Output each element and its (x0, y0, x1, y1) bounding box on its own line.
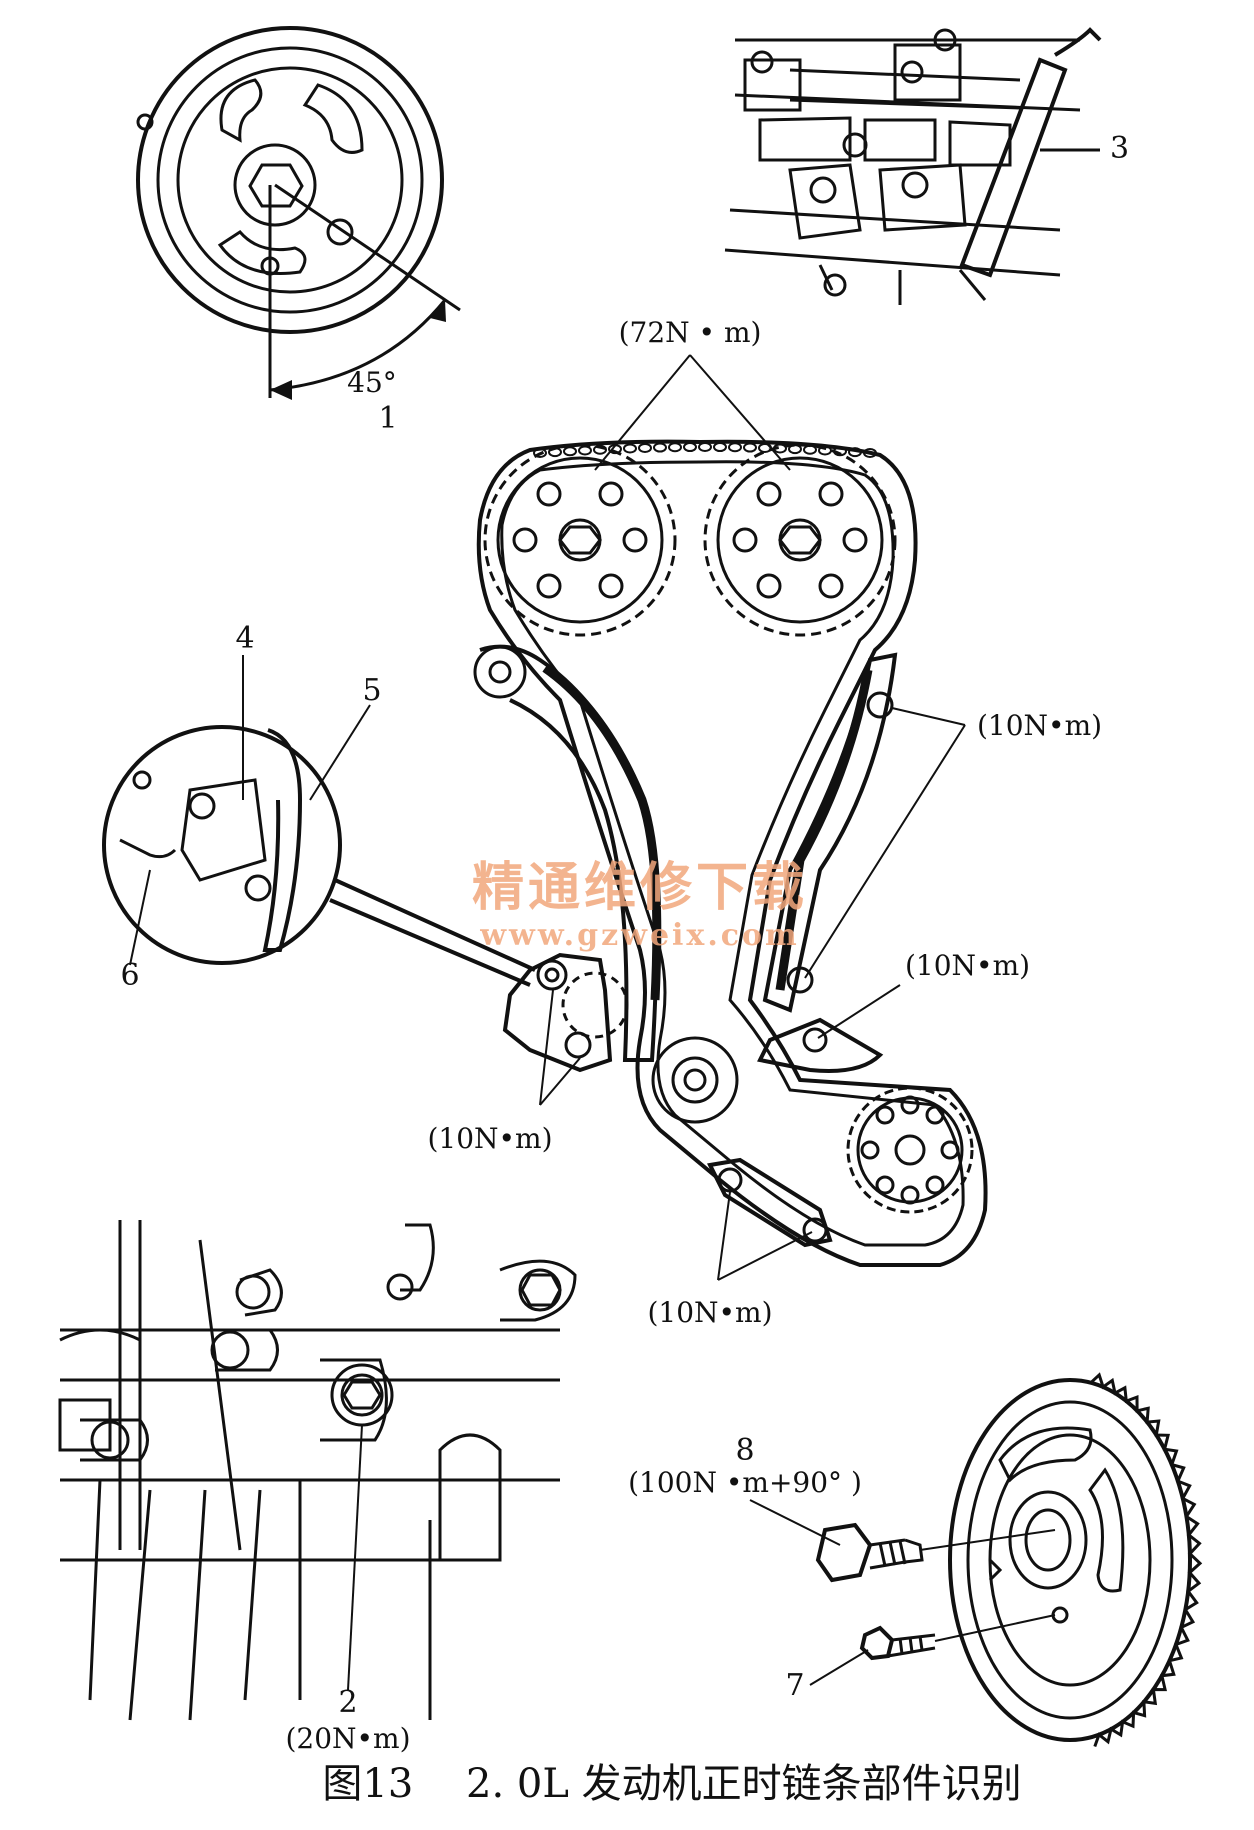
torque-item-2: (20N•m) (285, 1722, 410, 1755)
chain-link (653, 442, 667, 453)
chain-link (668, 442, 682, 453)
chain-link (533, 448, 547, 458)
torque-lower-guide: (10N•m) (647, 1296, 772, 1329)
chain-link (728, 442, 742, 453)
left-cam-sprocket (483, 443, 677, 637)
chain-link (818, 445, 832, 456)
torque-lower-right-guide: (10N•m) (905, 949, 1030, 982)
chain-link (563, 446, 577, 457)
chain-link (698, 442, 712, 452)
chain-link (638, 442, 652, 453)
idler-sprocket (651, 1036, 739, 1124)
callout-8: 8 (735, 1433, 754, 1468)
engine-block-bolt-view: 2 (20N•m) (58, 1220, 577, 1755)
tensioner-detail-view: 4 5 6 (102, 621, 536, 993)
chain-link (848, 447, 862, 458)
chain-link (863, 448, 877, 458)
callout-2: 2 (338, 1685, 357, 1720)
callout-1: 1 (378, 401, 397, 436)
torque-item-8: (100N •m+90° ) (628, 1466, 862, 1499)
chain-link (743, 442, 757, 453)
fixed-chain-guide (762, 652, 898, 1013)
crank-pulley-bolt-view: 8 (100N •m+90° ) 7 (628, 1372, 1203, 1748)
angle-label: 45° (347, 366, 397, 399)
chain-link (713, 442, 727, 453)
figure-caption: 图13 2. 0L 发动机正时链条部件识别 (322, 1761, 1021, 1807)
watermark: 精通维修下载 www.gzweix.com (472, 857, 808, 953)
callout-4: 4 (235, 621, 254, 656)
right-cam-sprocket (703, 443, 897, 637)
chain-links (533, 442, 877, 458)
callout-5: 5 (362, 673, 381, 708)
pulley-teeth (1089, 1372, 1203, 1748)
crank-pulley-angle-view: 45° 1 (136, 26, 461, 436)
torque-right-guide: (10N•m) (977, 709, 1102, 742)
chain-link (683, 442, 697, 453)
tensioner-guide-arm (473, 644, 662, 1062)
chain-link (578, 445, 592, 456)
torque-cam-sprockets: (72N • m) (619, 316, 762, 349)
callout-7: 7 (785, 1668, 804, 1703)
chain-tensioner (502, 952, 629, 1073)
timing-chain-assembly: (72N • m) (10N•m) (10N•m) (10N•m) (10N•m… (427, 316, 1102, 1329)
crank-sprocket (846, 1086, 974, 1214)
camshaft-locking-view: 3 (724, 27, 1129, 305)
lower-short-guide (707, 1017, 884, 1248)
callout-6: 6 (120, 958, 139, 993)
chain-link (623, 443, 637, 454)
torque-tensioner: (10N•m) (427, 1122, 552, 1155)
callout-3: 3 (1110, 131, 1129, 166)
watermark-line-2: www.gzweix.com (479, 918, 800, 953)
watermark-line-1: 精通维修下载 (472, 857, 808, 918)
